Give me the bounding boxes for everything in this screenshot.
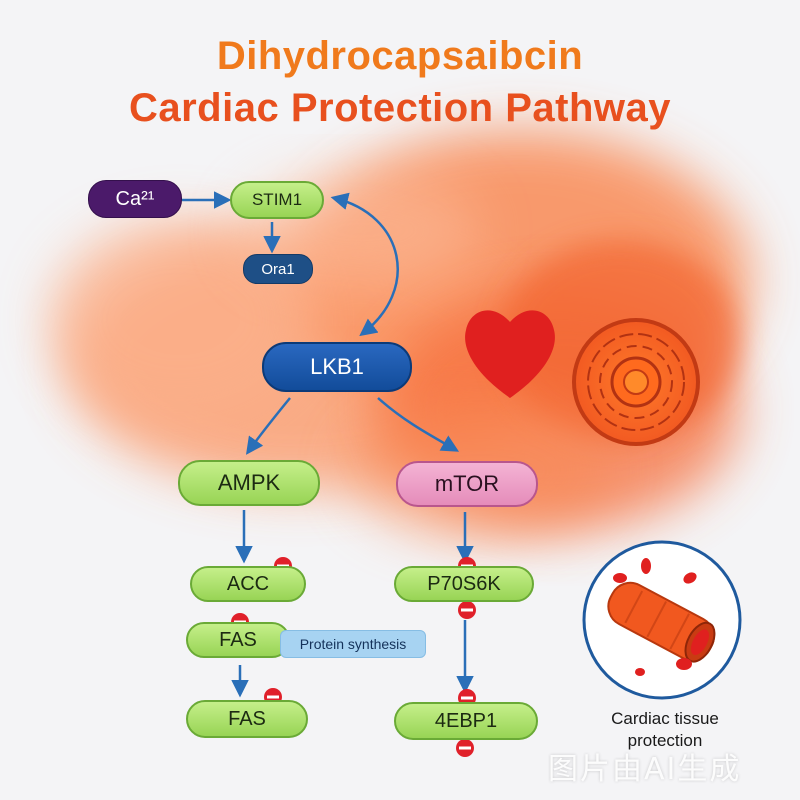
caption-line-2: protection xyxy=(627,731,703,750)
node-fas-1: FAS xyxy=(186,622,290,658)
heart-icon xyxy=(465,310,555,398)
node-ora1: Ora1 xyxy=(243,254,313,284)
arrow-stim1-lkb1-bidirectional xyxy=(330,192,399,337)
node-p70s6k: P70S6K xyxy=(394,566,534,602)
node-ca: Ca²¹ xyxy=(88,180,182,218)
node-lkb1: LKB1 xyxy=(262,342,412,392)
cell-icon xyxy=(572,318,700,446)
arrow-lkb1-to-ampk xyxy=(245,397,291,455)
node-acc: ACC xyxy=(190,566,306,602)
title-line-2: Cardiac Protection Pathway xyxy=(128,86,672,130)
inhibition-icon xyxy=(456,739,474,757)
node-4ebp1: 4EBP1 xyxy=(394,702,538,740)
inhibition-icon xyxy=(458,601,476,619)
title-line-1: Dihydrocapsaibcin xyxy=(216,34,584,78)
arrows xyxy=(182,191,474,698)
node-fas-2: FAS xyxy=(186,700,308,738)
watermark-text: 图片由AI生成 xyxy=(548,752,742,787)
caption-cardiac-protection: Cardiac tissue protection xyxy=(580,708,750,752)
caption-line-1: Cardiac tissue xyxy=(611,709,719,728)
node-stim1: STIM1 xyxy=(230,181,324,219)
node-mtor: mTOR xyxy=(396,461,538,507)
label-protein-synthesis: Protein synthesis xyxy=(280,630,426,658)
blood-vessel-icon xyxy=(582,540,742,700)
arrow-lkb1-to-mtor xyxy=(377,397,460,452)
node-ampk: AMPK xyxy=(178,460,320,506)
